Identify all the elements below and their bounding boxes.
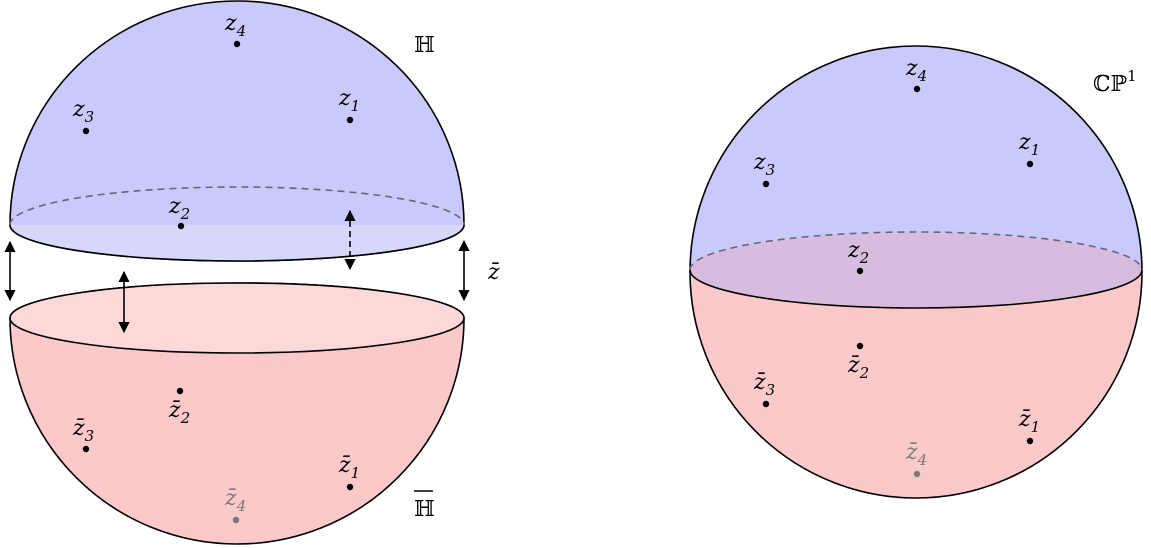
upper-hemisphere	[9, 0, 465, 262]
lower-hemisphere	[9, 282, 465, 545]
svg-text:z3: z3	[753, 150, 775, 179]
sphere-equator-band	[690, 233, 1142, 307]
svg-text:z2: z2	[847, 238, 869, 267]
left-upper-points: z4 z3 z1 z2	[72, 11, 360, 230]
svg-text:z1: z1	[338, 86, 360, 115]
svg-text:z̄4: z̄4	[224, 486, 246, 515]
riemann-sphere	[689, 45, 1143, 499]
sphere-point-z2: z2	[847, 238, 869, 275]
projective-line-label: ℂℙ1	[1093, 67, 1137, 97]
point-z2: z2	[168, 194, 190, 230]
point-zbar4: z̄4	[224, 486, 246, 524]
svg-text:z1: z1	[1018, 130, 1040, 159]
svg-text:z̄2: z̄2	[847, 353, 869, 382]
sphere-point-z4: z4	[905, 56, 927, 93]
svg-text:z̄4: z̄4	[905, 440, 927, 469]
point-z4: z4	[224, 11, 246, 48]
svg-text:ℂℙ1: ℂℙ1	[1093, 67, 1137, 97]
sphere-point-zbar3: z̄3	[753, 370, 775, 408]
upper-half-plane-label: ℍ	[414, 33, 435, 58]
sphere-point-z1: z1	[1018, 130, 1040, 168]
svg-text:z̄2: z̄2	[168, 398, 190, 427]
sphere-point-zbar4: z̄4	[905, 440, 927, 478]
sphere-point-zbar1: z̄1	[1018, 407, 1040, 445]
svg-text:z2: z2	[168, 194, 190, 223]
conjugation-label: z̄	[487, 260, 500, 285]
svg-text:z̄3: z̄3	[72, 416, 94, 445]
upper-equator-back-dashed	[9, 186, 465, 226]
svg-text:z4: z4	[224, 11, 246, 40]
point-zbar3: z̄3	[72, 416, 94, 453]
svg-text:ℍ: ℍ	[414, 497, 435, 522]
lower-top-disk	[9, 282, 465, 354]
svg-text:z̄1: z̄1	[1018, 407, 1040, 436]
point-z1: z1	[338, 86, 360, 124]
lower-half-plane-label: ℍ	[414, 490, 435, 522]
upper-equator-front	[9, 224, 465, 262]
point-z3: z3	[72, 97, 94, 135]
sphere-equator-front	[689, 269, 1143, 309]
sphere-point-z3: z3	[753, 150, 775, 188]
sphere-point-zbar2: z̄2	[847, 342, 869, 382]
svg-text:z̄3: z̄3	[753, 370, 775, 399]
sphere-equator-back-dashed	[689, 231, 1143, 271]
point-zbar1: z̄1	[338, 453, 360, 491]
svg-text:z3: z3	[72, 97, 94, 126]
sphere-points: z4 z3 z1 z2 z̄2 z̄3 z̄1 z̄4	[753, 56, 1040, 478]
svg-text:z4: z4	[905, 56, 927, 85]
point-zbar2: z̄2	[168, 387, 190, 427]
left-lower-points: z̄2 z̄3 z̄1 z̄4	[72, 387, 360, 524]
svg-text:z̄1: z̄1	[338, 453, 360, 482]
upper-hemisphere-dome	[9, 0, 465, 262]
